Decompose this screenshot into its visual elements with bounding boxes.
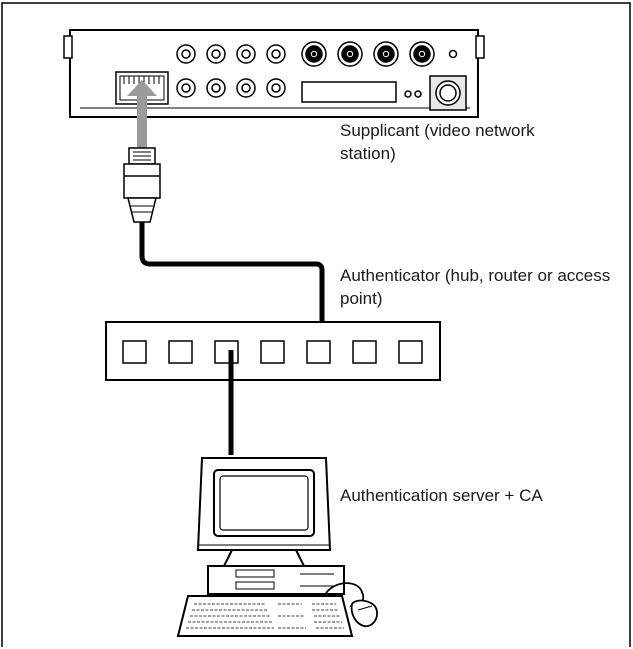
lan-cable-upper [139, 222, 325, 345]
connect-arrow [127, 80, 157, 148]
front-panel-controls [301, 75, 467, 111]
bnc-connectors [301, 41, 458, 67]
keyboard [176, 595, 354, 637]
supplicant-label: Supplicant (video network station) [340, 121, 535, 163]
rj45-plug [123, 147, 161, 223]
mouse [325, 582, 378, 628]
authenticator-label: Authenticator (hub, router or access poi… [340, 266, 611, 308]
server-label: Authentication server + CA [340, 486, 543, 505]
server-computer [196, 457, 345, 595]
authenticator-hub [105, 321, 441, 381]
rca-jacks-bottom [176, 78, 286, 98]
rca-jacks-top [176, 44, 286, 64]
